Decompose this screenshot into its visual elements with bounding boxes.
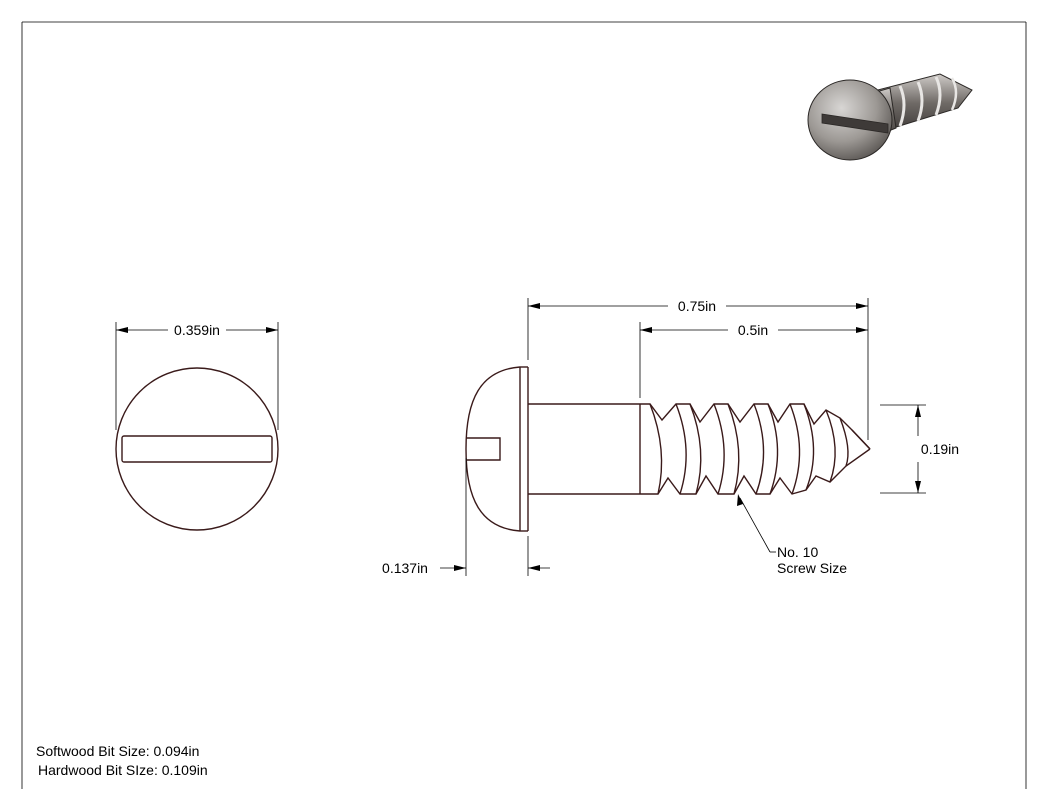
- screw-side-view: [465, 366, 871, 532]
- head-height-dimension: 0.137in: [382, 560, 428, 576]
- overall-length-dimension-lines: [527, 298, 869, 440]
- head-height-dimension-lines: [440, 458, 550, 576]
- drawing-border: [21, 21, 1027, 789]
- screw-isometric-render: [807, 73, 973, 161]
- screw-size-callout-line1: No. 10: [777, 544, 818, 560]
- screw-size-leader: [737, 494, 776, 553]
- hardwood-bit-size-note: Hardwood Bit SIze: 0.109in: [38, 762, 208, 778]
- thread-diameter-dimension: 0.19in: [921, 441, 959, 457]
- screw-size-callout-line2: Screw Size: [777, 560, 847, 576]
- head-diameter-dimension: 0.359in: [174, 322, 220, 338]
- softwood-bit-size-note: Softwood Bit Size: 0.094in: [36, 743, 199, 759]
- screw-head-end-view: [115, 322, 279, 531]
- overall-length-dimension: 0.75in: [678, 298, 716, 314]
- thread-diameter-dimension-lines: [880, 404, 926, 494]
- thread-length-dimension-lines: [639, 322, 868, 398]
- thread-length-dimension: 0.5in: [738, 322, 768, 338]
